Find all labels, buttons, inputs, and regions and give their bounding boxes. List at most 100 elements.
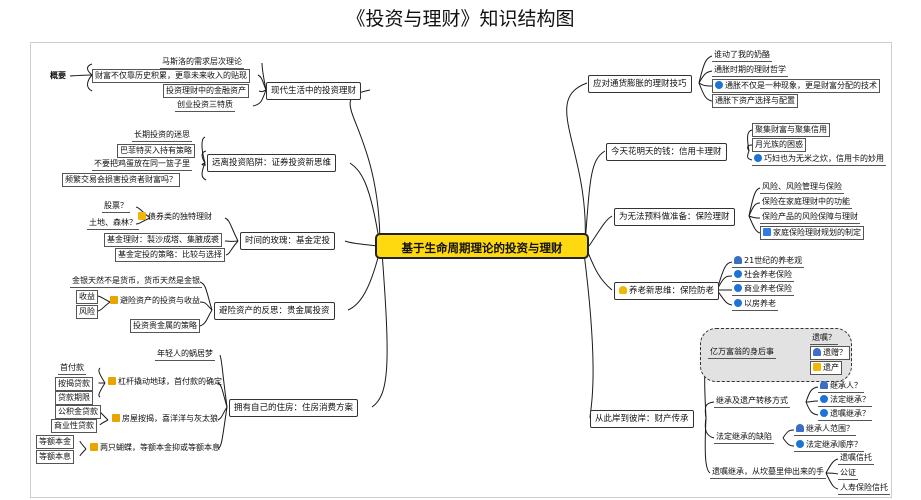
rb4-label: 养老新思维：保险防老 xyxy=(629,286,715,296)
rb5-s1-item-3-label: 遗嘱继承？ xyxy=(830,409,870,418)
lb5-top[interactable]: 年轻人的蜗居梦 xyxy=(155,348,215,361)
edit-icon xyxy=(110,296,118,304)
lb3-item-2[interactable]: 基金定投的策略：比较与选择 xyxy=(115,248,225,262)
page-title: 《投资与理财》知识结构图 xyxy=(346,8,575,30)
right-branch-3[interactable]: 为无法预料做准备：保险理财 xyxy=(614,208,735,226)
lb5-s3-item-1[interactable]: 等额本金 xyxy=(36,435,74,449)
rb5-s2-item-2[interactable]: 法定继承顺序？ xyxy=(794,439,864,452)
left-branch-2[interactable]: 远离投资陷阱：证券投资新思维 xyxy=(207,154,337,172)
lb4-sub-label: 避险资产的投资与收益 xyxy=(120,296,200,305)
rb2-item-3-label: 巧妇也为无米之炊，信用卡的妙用 xyxy=(764,154,884,163)
rb4-item-1-label: 21世纪的养老观 xyxy=(744,256,803,265)
lb2-item-1[interactable]: 长期投资的迷思 xyxy=(132,129,192,142)
person-icon xyxy=(813,348,821,356)
help-icon xyxy=(796,440,804,448)
left-branch-3[interactable]: 时间的玫瑰：基金定投 xyxy=(240,232,336,250)
rb5-s2[interactable]: 法定继承的缺陷 xyxy=(714,431,774,444)
lb2-item-2[interactable]: 巴菲特买入持有策略 xyxy=(117,144,195,158)
rb5-cloud-item-2[interactable]: 遗赠？ xyxy=(810,346,850,360)
lb5-s3-label: 两只蝴蝶，等额本金抑或等额本息 xyxy=(100,443,220,452)
rb3-item-1[interactable]: 风险、风险管理与保险 xyxy=(760,181,844,194)
rb4-item-2[interactable]: 社会养老保险 xyxy=(732,269,794,282)
rb5-cloud-item-3[interactable]: 遗产 xyxy=(810,361,842,375)
lb3-item-1[interactable]: 基金理财：製沙成塔、集腋成裘 xyxy=(104,233,222,247)
rb5-s1-item-2[interactable]: 法定继承？ xyxy=(818,394,872,407)
mindmap-canvas[interactable] xyxy=(30,42,892,498)
star-icon xyxy=(138,212,146,220)
lb5-s3[interactable]: 两只蝴蝶，等额本金抑或等额本息 xyxy=(88,442,222,454)
rb5-s2-item-1[interactable]: 继承人范围？ xyxy=(794,423,856,436)
lb5-s2-item-2[interactable]: 商业性贷款 xyxy=(51,419,97,433)
rb4-item-3-label: 商业养老保险 xyxy=(744,284,792,293)
lb3-sub-item-1[interactable]: 股票？ xyxy=(102,200,130,213)
rb5-s1-item-3[interactable]: 遗嘱继承？ xyxy=(818,408,872,421)
rb5-s2-item-1-label: 继承人范围？ xyxy=(806,424,854,433)
rb3-item-4[interactable]: 家庭保险理财规划的制定 xyxy=(760,226,864,240)
left-branch-1[interactable]: 现代生活中的投资理财 xyxy=(266,82,362,100)
lb4-top[interactable]: 金银天然不是货币，货币天然是金银 xyxy=(70,275,202,288)
rb5-s3[interactable]: 遗嘱继承，从坎墓里伸出来的手 xyxy=(710,466,826,479)
lb5-s1-item-2[interactable]: 按揭贷款 xyxy=(55,377,93,391)
flag-icon xyxy=(763,228,771,236)
rb3-item-2[interactable]: 保险在家庭理财中的功能 xyxy=(760,196,852,209)
rb3-item-3[interactable]: 保险产品的风险保障与理财 xyxy=(760,211,860,224)
rb5-cloud-item-1[interactable]: 遗嘱？ xyxy=(810,332,838,345)
rb5-cloud-item-2-label: 遗赠？ xyxy=(823,348,847,357)
lb5-s1-item-1[interactable]: 首付款 xyxy=(58,362,86,375)
person-icon xyxy=(820,381,828,389)
lb2-item-3[interactable]: 不要把鸡蛋放在同一篮子里 xyxy=(92,158,192,171)
edit-icon xyxy=(112,414,120,422)
rb5-s3-item-3[interactable]: 人寿保险信托 xyxy=(838,482,890,495)
rb5-s1-item-2-label: 法定继承？ xyxy=(830,395,870,404)
lb4-bottom[interactable]: 投资贵金属的策略 xyxy=(130,319,200,333)
lb4-sub-item-1[interactable]: 收益 xyxy=(76,290,98,304)
rb5-s1-item-1[interactable]: 继承人？ xyxy=(818,380,864,393)
left-branch-4[interactable]: 避险资产的反思：贵金属投资 xyxy=(214,302,335,320)
lb5-s2[interactable]: 房屋按揭，喜洋洋与灰太狼 xyxy=(110,413,220,425)
person-icon xyxy=(734,256,742,264)
help-icon xyxy=(754,154,762,162)
right-branch-4[interactable]: 养老新思维：保险防老 xyxy=(614,282,720,300)
rb4-item-3[interactable]: 商业养老保险 xyxy=(732,283,794,296)
right-branch-5[interactable]: 从此岸到彼岸：财产传承 xyxy=(590,410,694,428)
lb4-sub-item-2[interactable]: 风险 xyxy=(76,305,98,319)
right-branch-1[interactable]: 应对通货膨胀的理财技巧 xyxy=(588,75,692,93)
rb1-item-3-label: 通胀不仅是一种现象，更是财富分配的技术 xyxy=(725,81,877,90)
lb2-item-4[interactable]: 频繁交易会损害投资者财富吗？ xyxy=(62,173,180,187)
central-topic[interactable]: 基于生命周期理论的投资与理财 xyxy=(375,233,589,259)
rb2-item-2[interactable]: 月光族的困惑 xyxy=(752,138,806,152)
lb5-s2-item-1[interactable]: 公积金贷款 xyxy=(55,405,101,419)
lb1-item-1[interactable]: 马斯洛的需求层次理论 xyxy=(160,56,244,69)
help-icon xyxy=(734,270,742,278)
rb5-s1[interactable]: 继承及遗产转移方式 xyxy=(714,395,790,408)
rb5-cloud-topic[interactable]: 亿万富翁的身后事 xyxy=(708,346,776,359)
rb4-item-1[interactable]: 21世纪的养老观 xyxy=(732,255,805,268)
lb5-s1-label: 杠杆撬动地球，首付款的确定 xyxy=(118,377,222,386)
edit-icon xyxy=(108,377,116,385)
lb1-item-4[interactable]: 创业投资三特质 xyxy=(175,99,235,112)
lb3-sub[interactable]: 债券类的独特理财 xyxy=(136,211,214,223)
help-icon xyxy=(820,409,828,417)
left-branch-5[interactable]: 拥有自己的住房：住房消费方案 xyxy=(229,399,359,417)
rb1-item-3[interactable]: 通胀不仅是一种现象，更是财富分配的技术 xyxy=(712,79,880,93)
rb4-item-4[interactable]: 以房养老 xyxy=(732,298,778,311)
rb2-item-1[interactable]: 聚集财富与聚集信用 xyxy=(752,123,830,137)
lb5-s1[interactable]: 杠杆撬动地球，首付款的确定 xyxy=(106,376,224,388)
summary-label: 概要 xyxy=(50,71,66,80)
right-branch-2[interactable]: 今天花明天的钱：信用卡理财 xyxy=(606,143,727,161)
lb3-sub-label: 债券类的独特理财 xyxy=(148,212,212,221)
lb1-item-3[interactable]: 投资理财中的金融资产 xyxy=(163,84,249,98)
lb5-s1-item-3[interactable]: 贷款期限 xyxy=(55,391,93,405)
rb1-item-4[interactable]: 通胀下资产选择与配置 xyxy=(712,94,798,108)
lb5-s3-item-2[interactable]: 等额本息 xyxy=(36,450,74,464)
help-icon xyxy=(734,299,742,307)
rb2-item-3[interactable]: 巧妇也为无米之炊，信用卡的妙用 xyxy=(752,153,886,166)
rb5-s3-item-1[interactable]: 遗嘱信托 xyxy=(838,452,874,465)
lb4-sub[interactable]: 避险资产的投资与收益 xyxy=(108,295,202,307)
lb3-sub-item-2[interactable]: 土地、森林？ xyxy=(87,217,139,230)
lb1-item-2[interactable]: 财富不仅靠历史积累，更靠未来收入的贴现 xyxy=(92,69,250,83)
help-icon xyxy=(734,284,742,292)
rb1-item-1[interactable]: 谁动了我的奶酪 xyxy=(712,49,772,62)
rb5-s3-item-2[interactable]: 公证 xyxy=(838,467,858,480)
rb1-item-2[interactable]: 通胀时期的理财哲学 xyxy=(712,64,788,77)
